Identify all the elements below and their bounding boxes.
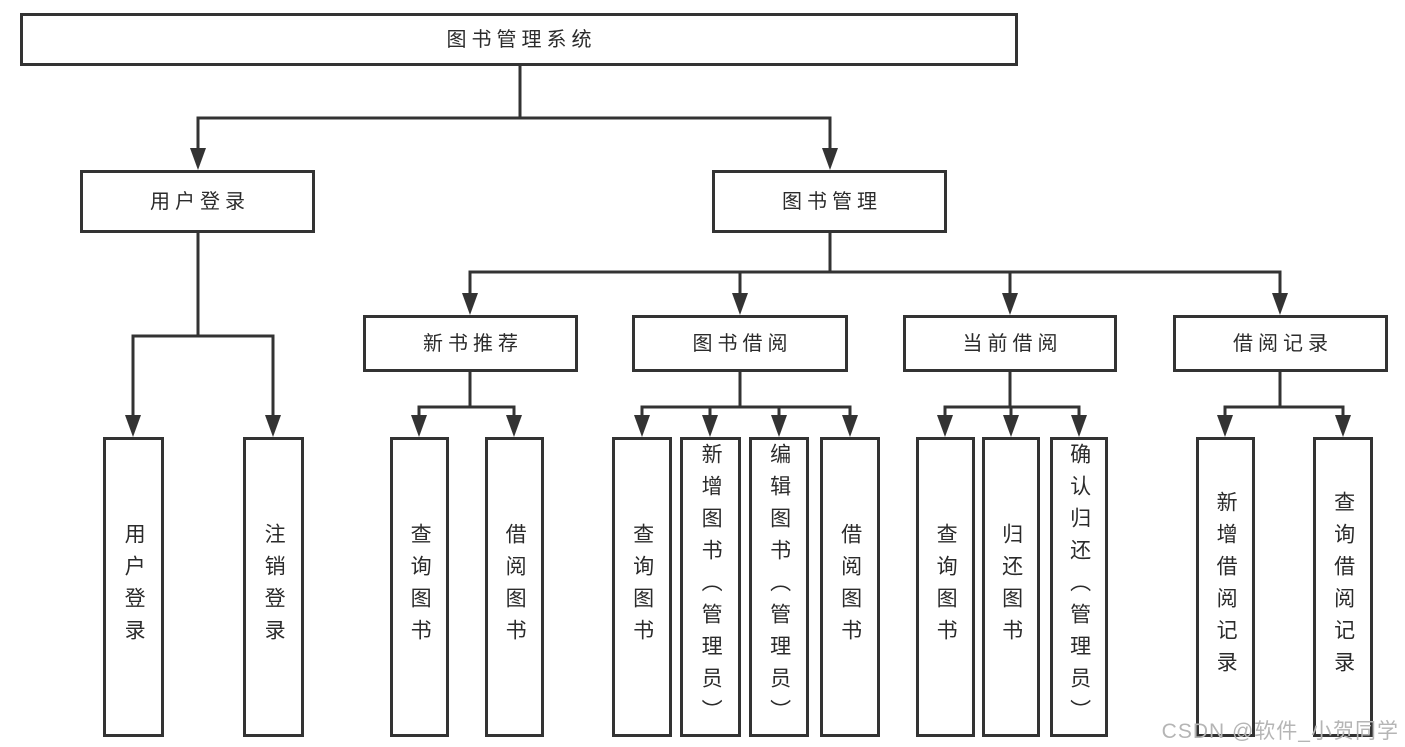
node-label: 新增借阅记录 xyxy=(1214,491,1238,683)
leaf-user-login: 用户登录 xyxy=(103,437,164,737)
leaf-logout: 注销登录 xyxy=(243,437,304,737)
node-label: 图书管理系统 xyxy=(446,28,597,51)
leaf-borrow-books: 借阅图书 xyxy=(820,437,880,737)
arrowheads xyxy=(125,148,1351,437)
csdn-watermark: CSDN @软件_小贺同学 xyxy=(1161,720,1399,743)
connector-records-to-leaves xyxy=(1223,370,1345,421)
node-label: 查询借阅记录 xyxy=(1331,491,1355,683)
connector-bookmgmt-to-level3 xyxy=(468,231,1282,299)
connector-borrow-to-leaves xyxy=(640,370,852,421)
node-label: 用户登录 xyxy=(122,523,146,651)
connector-root-to-level2 xyxy=(196,64,832,154)
node-root-library-system: 图书管理系统 xyxy=(20,13,1018,66)
node-label: 查询图书 xyxy=(408,523,432,651)
node-label: 编辑图书（管理员） xyxy=(767,443,791,731)
leaf-confirm-return-admin: 确认归还（管理员） xyxy=(1050,437,1108,737)
connector-newbook-to-leaves xyxy=(417,370,516,421)
node-borrow-records: 借阅记录 xyxy=(1173,315,1388,372)
node-label: 当前借阅 xyxy=(962,332,1063,355)
node-label: 新增图书（管理员） xyxy=(699,443,723,731)
leaf-edit-books-admin: 编辑图书（管理员） xyxy=(749,437,809,737)
node-label: 归还图书 xyxy=(999,523,1023,651)
node-label: 新书推荐 xyxy=(423,332,523,355)
node-label: 确认归还（管理员） xyxy=(1067,443,1091,731)
node-user-login-branch: 用户登录 xyxy=(80,170,315,233)
leaf-add-borrow-record: 新增借阅记录 xyxy=(1196,437,1255,737)
node-label: 图书管理 xyxy=(782,190,882,213)
leaf-query-books-current: 查询图书 xyxy=(916,437,975,737)
node-book-management-branch: 图书管理 xyxy=(712,170,947,233)
connector-userlogin-to-leaves xyxy=(131,231,275,421)
leaf-borrow-books-recommend: 借阅图书 xyxy=(485,437,544,737)
leaf-add-books-admin: 新增图书（管理员） xyxy=(680,437,741,737)
node-label: 借阅图书 xyxy=(503,523,527,651)
node-label: 借阅记录 xyxy=(1233,332,1333,355)
node-current-borrow: 当前借阅 xyxy=(903,315,1117,372)
leaf-query-borrow-record: 查询借阅记录 xyxy=(1313,437,1373,737)
node-label: 查询图书 xyxy=(934,523,958,651)
connector-current-to-leaves xyxy=(943,370,1081,421)
leaf-query-books-borrow: 查询图书 xyxy=(612,437,672,737)
node-label: 查询图书 xyxy=(630,523,654,651)
node-label: 注销登录 xyxy=(262,523,286,651)
node-label: 用户登录 xyxy=(150,190,250,213)
leaf-return-books: 归还图书 xyxy=(982,437,1040,737)
node-label: 图书借阅 xyxy=(692,332,793,355)
node-label: 借阅图书 xyxy=(838,523,862,651)
node-book-borrow: 图书借阅 xyxy=(632,315,848,372)
node-new-book-recommend: 新书推荐 xyxy=(363,315,578,372)
leaf-query-books-recommend: 查询图书 xyxy=(390,437,449,737)
